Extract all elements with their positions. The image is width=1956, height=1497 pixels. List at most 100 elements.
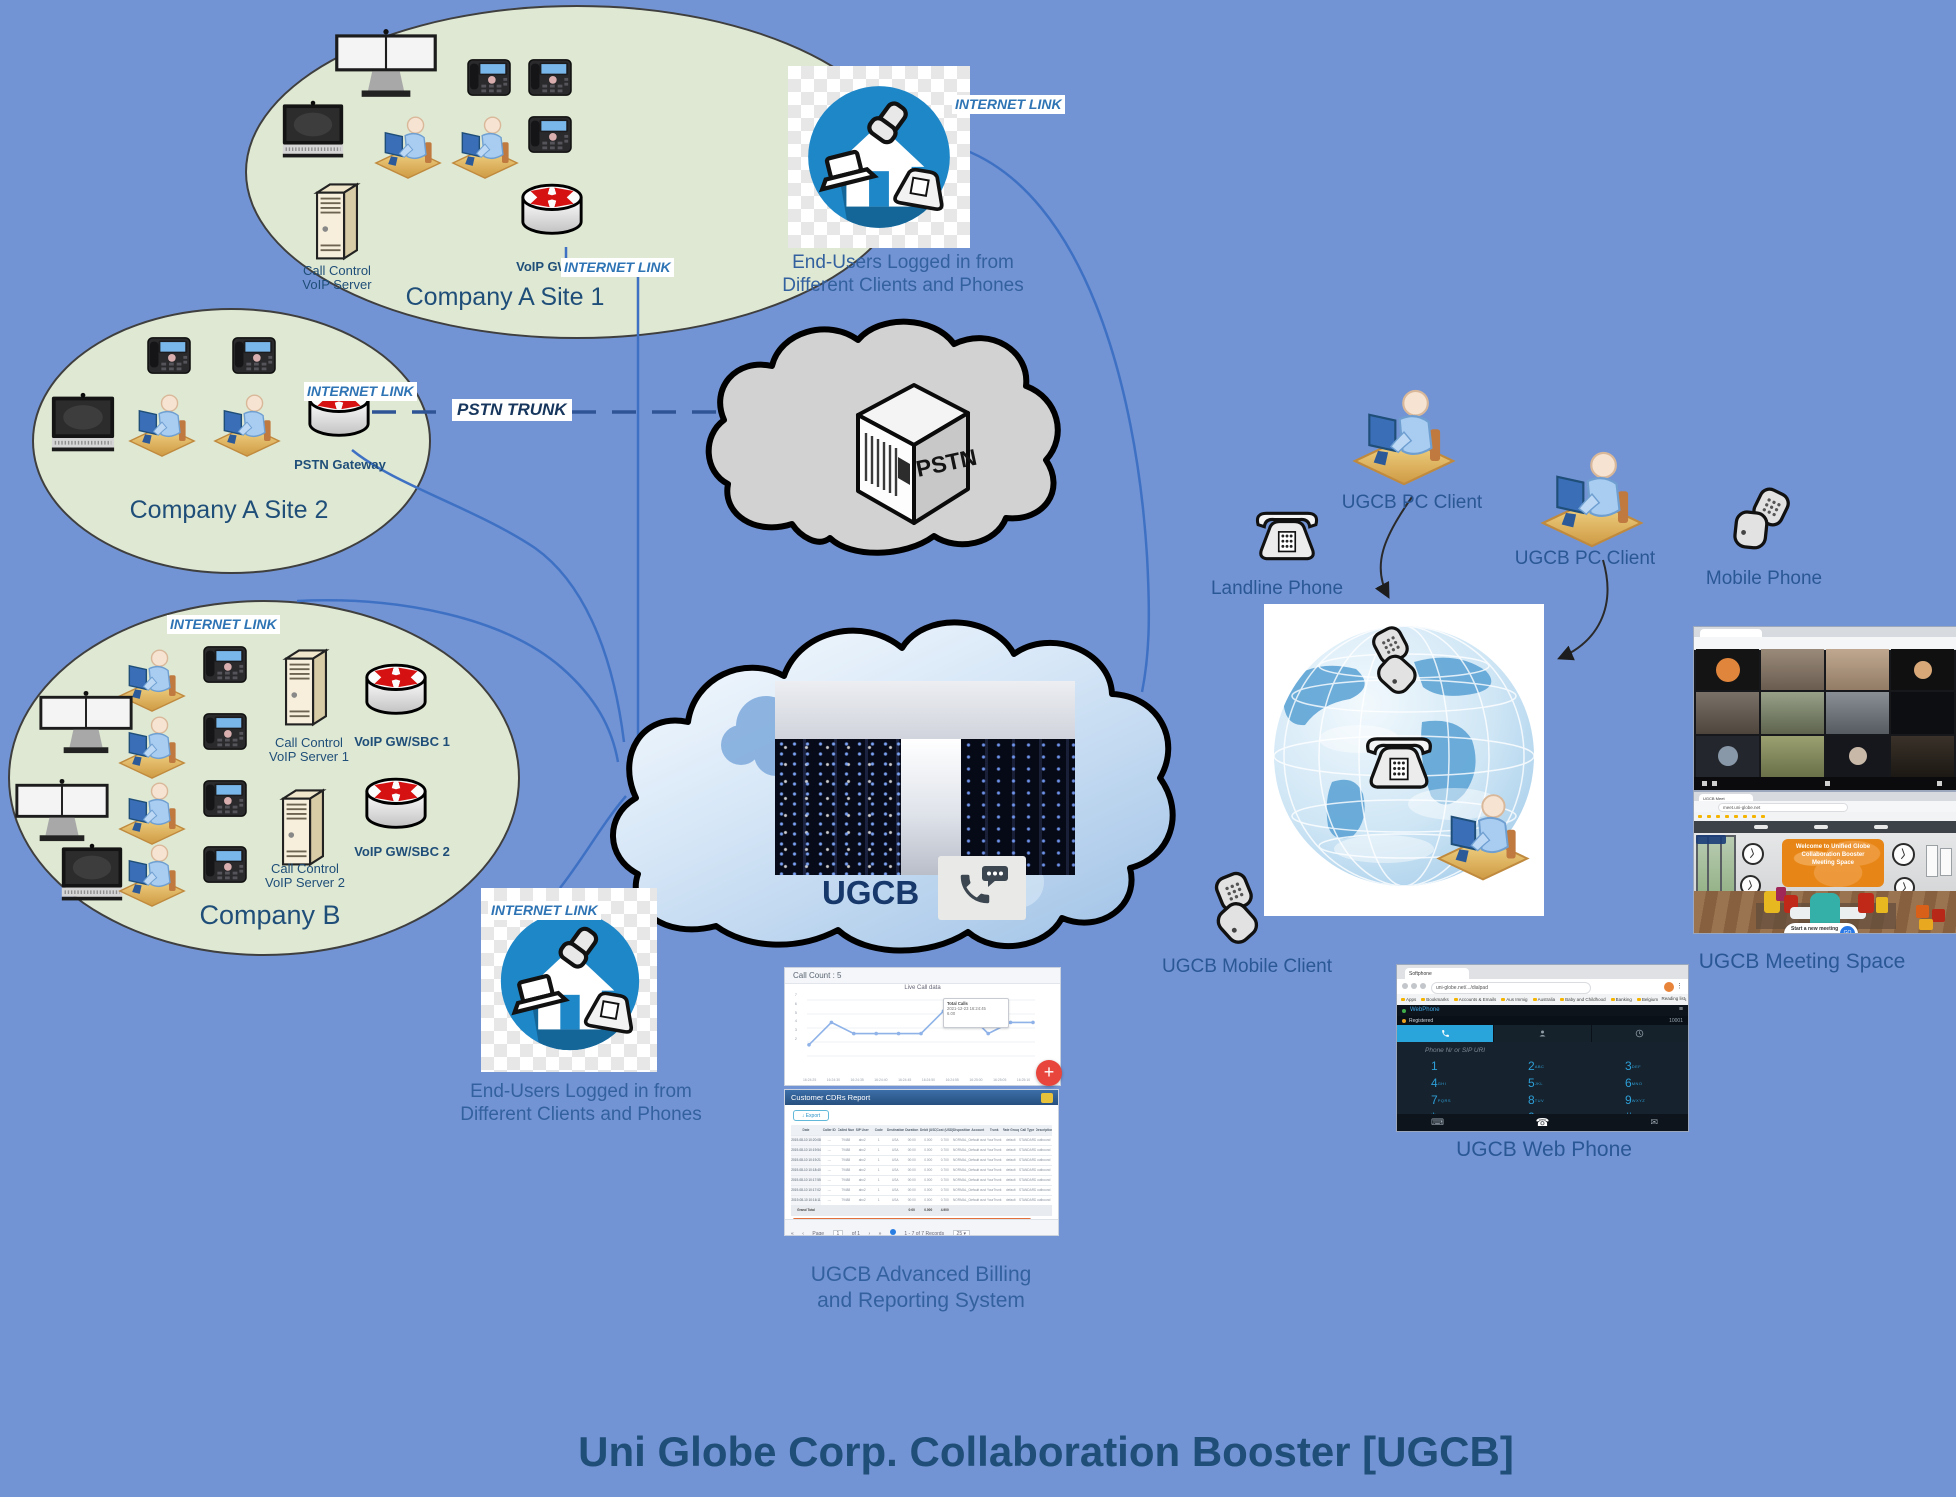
- internet-link-line-site2: [351, 449, 626, 743]
- call-count-title: Call Count : 5: [793, 971, 842, 980]
- column-header[interactable]: Disposition (Q.850): [953, 1125, 970, 1135]
- report-header: Customer CDRs Report: [785, 1090, 1058, 1105]
- desk-phone-icon: [202, 709, 248, 753]
- next-page-button[interactable]: ›: [868, 1230, 871, 1236]
- meeting-toolbar[interactable]: [1694, 777, 1956, 790]
- dialpad-key[interactable]: 8TUV: [1528, 1093, 1545, 1107]
- phone-icon: [1441, 1029, 1450, 1038]
- go-button[interactable]: GO: [1840, 926, 1855, 933]
- grid-icon[interactable]: [1937, 781, 1942, 786]
- column-header[interactable]: SIP User: [854, 1125, 871, 1135]
- voip-gw-sbc1-icon: [362, 658, 430, 722]
- pc-user-icon: [213, 388, 281, 460]
- tab-contacts[interactable]: [1493, 1025, 1591, 1042]
- column-header[interactable]: Rate Group: [1002, 1125, 1019, 1135]
- browser-tab[interactable]: [1700, 629, 1762, 639]
- bookmark-item[interactable]: Accounts & Emails: [1453, 997, 1496, 1002]
- dialpad-key[interactable]: 1: [1431, 1059, 1438, 1073]
- mobile-phone-label: Mobile Phone: [1705, 568, 1823, 589]
- column-header[interactable]: Duration: [903, 1125, 920, 1135]
- dialpad-key[interactable]: 6MNO: [1625, 1076, 1643, 1090]
- start-meeting-card[interactable]: Start a new meeting GO: [1784, 923, 1858, 933]
- share-icon[interactable]: [1825, 781, 1830, 786]
- dialpad-key[interactable]: 3DEF: [1625, 1059, 1642, 1073]
- ugcb-pc-client1-icon: [1352, 380, 1456, 490]
- registered-dot: [1402, 1018, 1406, 1023]
- report-settings-button[interactable]: [1041, 1092, 1053, 1103]
- tab-history[interactable]: [1590, 1025, 1688, 1042]
- add-button[interactable]: +: [1036, 1060, 1062, 1086]
- column-header[interactable]: Cost (USD): [936, 1125, 953, 1135]
- menu-icon[interactable]: ⋮: [1676, 983, 1683, 990]
- registered-label: Registered: [1409, 1017, 1434, 1024]
- column-header[interactable]: Date: [791, 1125, 821, 1135]
- column-header[interactable]: Code: [870, 1125, 887, 1135]
- internet-link-label: INTERNET LINK: [304, 382, 417, 401]
- column-header[interactable]: Description: [1035, 1125, 1052, 1135]
- keyboard-icon[interactable]: ⌨: [1431, 1117, 1444, 1127]
- forward-icon[interactable]: [1411, 983, 1417, 989]
- bookmark-item[interactable]: Apps: [1401, 997, 1416, 1002]
- browser-tab-bar[interactable]: [1694, 627, 1956, 637]
- column-header[interactable]: Account: [969, 1125, 986, 1135]
- dialpad-key[interactable]: 9WXYZ: [1625, 1093, 1646, 1107]
- video-tile: [1826, 692, 1889, 734]
- page-input[interactable]: 1: [832, 1229, 844, 1235]
- cam-icon[interactable]: [1712, 781, 1717, 786]
- bookmark-item[interactable]: Australia: [1532, 997, 1555, 1002]
- internet-link-label: INTERNET LINK: [952, 95, 1065, 114]
- first-page-button[interactable]: «: [791, 1230, 794, 1236]
- per-page-select[interactable]: 25 ▾: [952, 1229, 971, 1235]
- browser-tab-bar[interactable]: [1694, 792, 1956, 801]
- browser-tab[interactable]: UGCB Meet: [1699, 794, 1753, 803]
- back-icon[interactable]: [1402, 983, 1408, 989]
- dialpad-key[interactable]: 4GHI: [1431, 1076, 1447, 1090]
- column-header[interactable]: Caller ID: [821, 1125, 838, 1135]
- prev-page-button[interactable]: ‹: [802, 1230, 804, 1236]
- dialpad-key[interactable]: 2ABC: [1528, 1059, 1545, 1073]
- dialpad-key[interactable]: 7PQRS: [1431, 1093, 1452, 1107]
- browser-tab-bar[interactable]: [1397, 965, 1688, 979]
- column-header[interactable]: Called Number: [837, 1125, 854, 1135]
- column-header[interactable]: Call Type: [1019, 1125, 1036, 1135]
- browser-tab[interactable]: Softphone: [1405, 968, 1469, 981]
- avatar[interactable]: [1664, 982, 1674, 992]
- number-hint[interactable]: Phone Nr or SIP URI: [1425, 1047, 1486, 1054]
- browser-url-bar[interactable]: [1694, 637, 1956, 650]
- hamburger-icon[interactable]: ≡: [1678, 1006, 1683, 1013]
- bookmark-item[interactable]: Bookmarks: [1421, 997, 1449, 1002]
- meeting-space-label: UGCB Meeting Space: [1698, 950, 1906, 973]
- reload-icon[interactable]: [1420, 983, 1426, 989]
- column-header[interactable]: Destination: [887, 1125, 904, 1135]
- dialpad-key[interactable]: 5JKL: [1528, 1076, 1544, 1090]
- picture-frame: [1926, 845, 1938, 877]
- internet-link-line-endusers: [559, 795, 627, 889]
- voicemail-icon[interactable]: ✉: [1650, 1117, 1658, 1127]
- bookmark-item[interactable]: Belgium: [1636, 997, 1658, 1002]
- globe-landline-phone-icon: [1364, 730, 1434, 796]
- mic-icon[interactable]: [1702, 781, 1707, 786]
- bookmark-item[interactable]: Banking: [1610, 997, 1632, 1002]
- last-page-button[interactable]: »: [878, 1230, 882, 1236]
- column-header[interactable]: Trunk: [986, 1125, 1003, 1135]
- bookmark-item[interactable]: Baby and Childhood: [1560, 997, 1606, 1002]
- url-field[interactable]: meet.uni-globe.net: [1718, 803, 1848, 812]
- url-field[interactable]: uni-globe.net/.../dialpad: [1431, 981, 1591, 994]
- column-header[interactable]: Debit (USD): [920, 1125, 937, 1135]
- bookmark-item[interactable]: Aus Immig: [1501, 997, 1528, 1002]
- reading-list-label[interactable]: Reading list: [1658, 996, 1685, 1001]
- call-button-icon[interactable]: ☎: [1535, 1117, 1550, 1129]
- tab-dialpad[interactable]: [1397, 1025, 1494, 1042]
- export-button[interactable]: ↓ Export: [793, 1110, 829, 1121]
